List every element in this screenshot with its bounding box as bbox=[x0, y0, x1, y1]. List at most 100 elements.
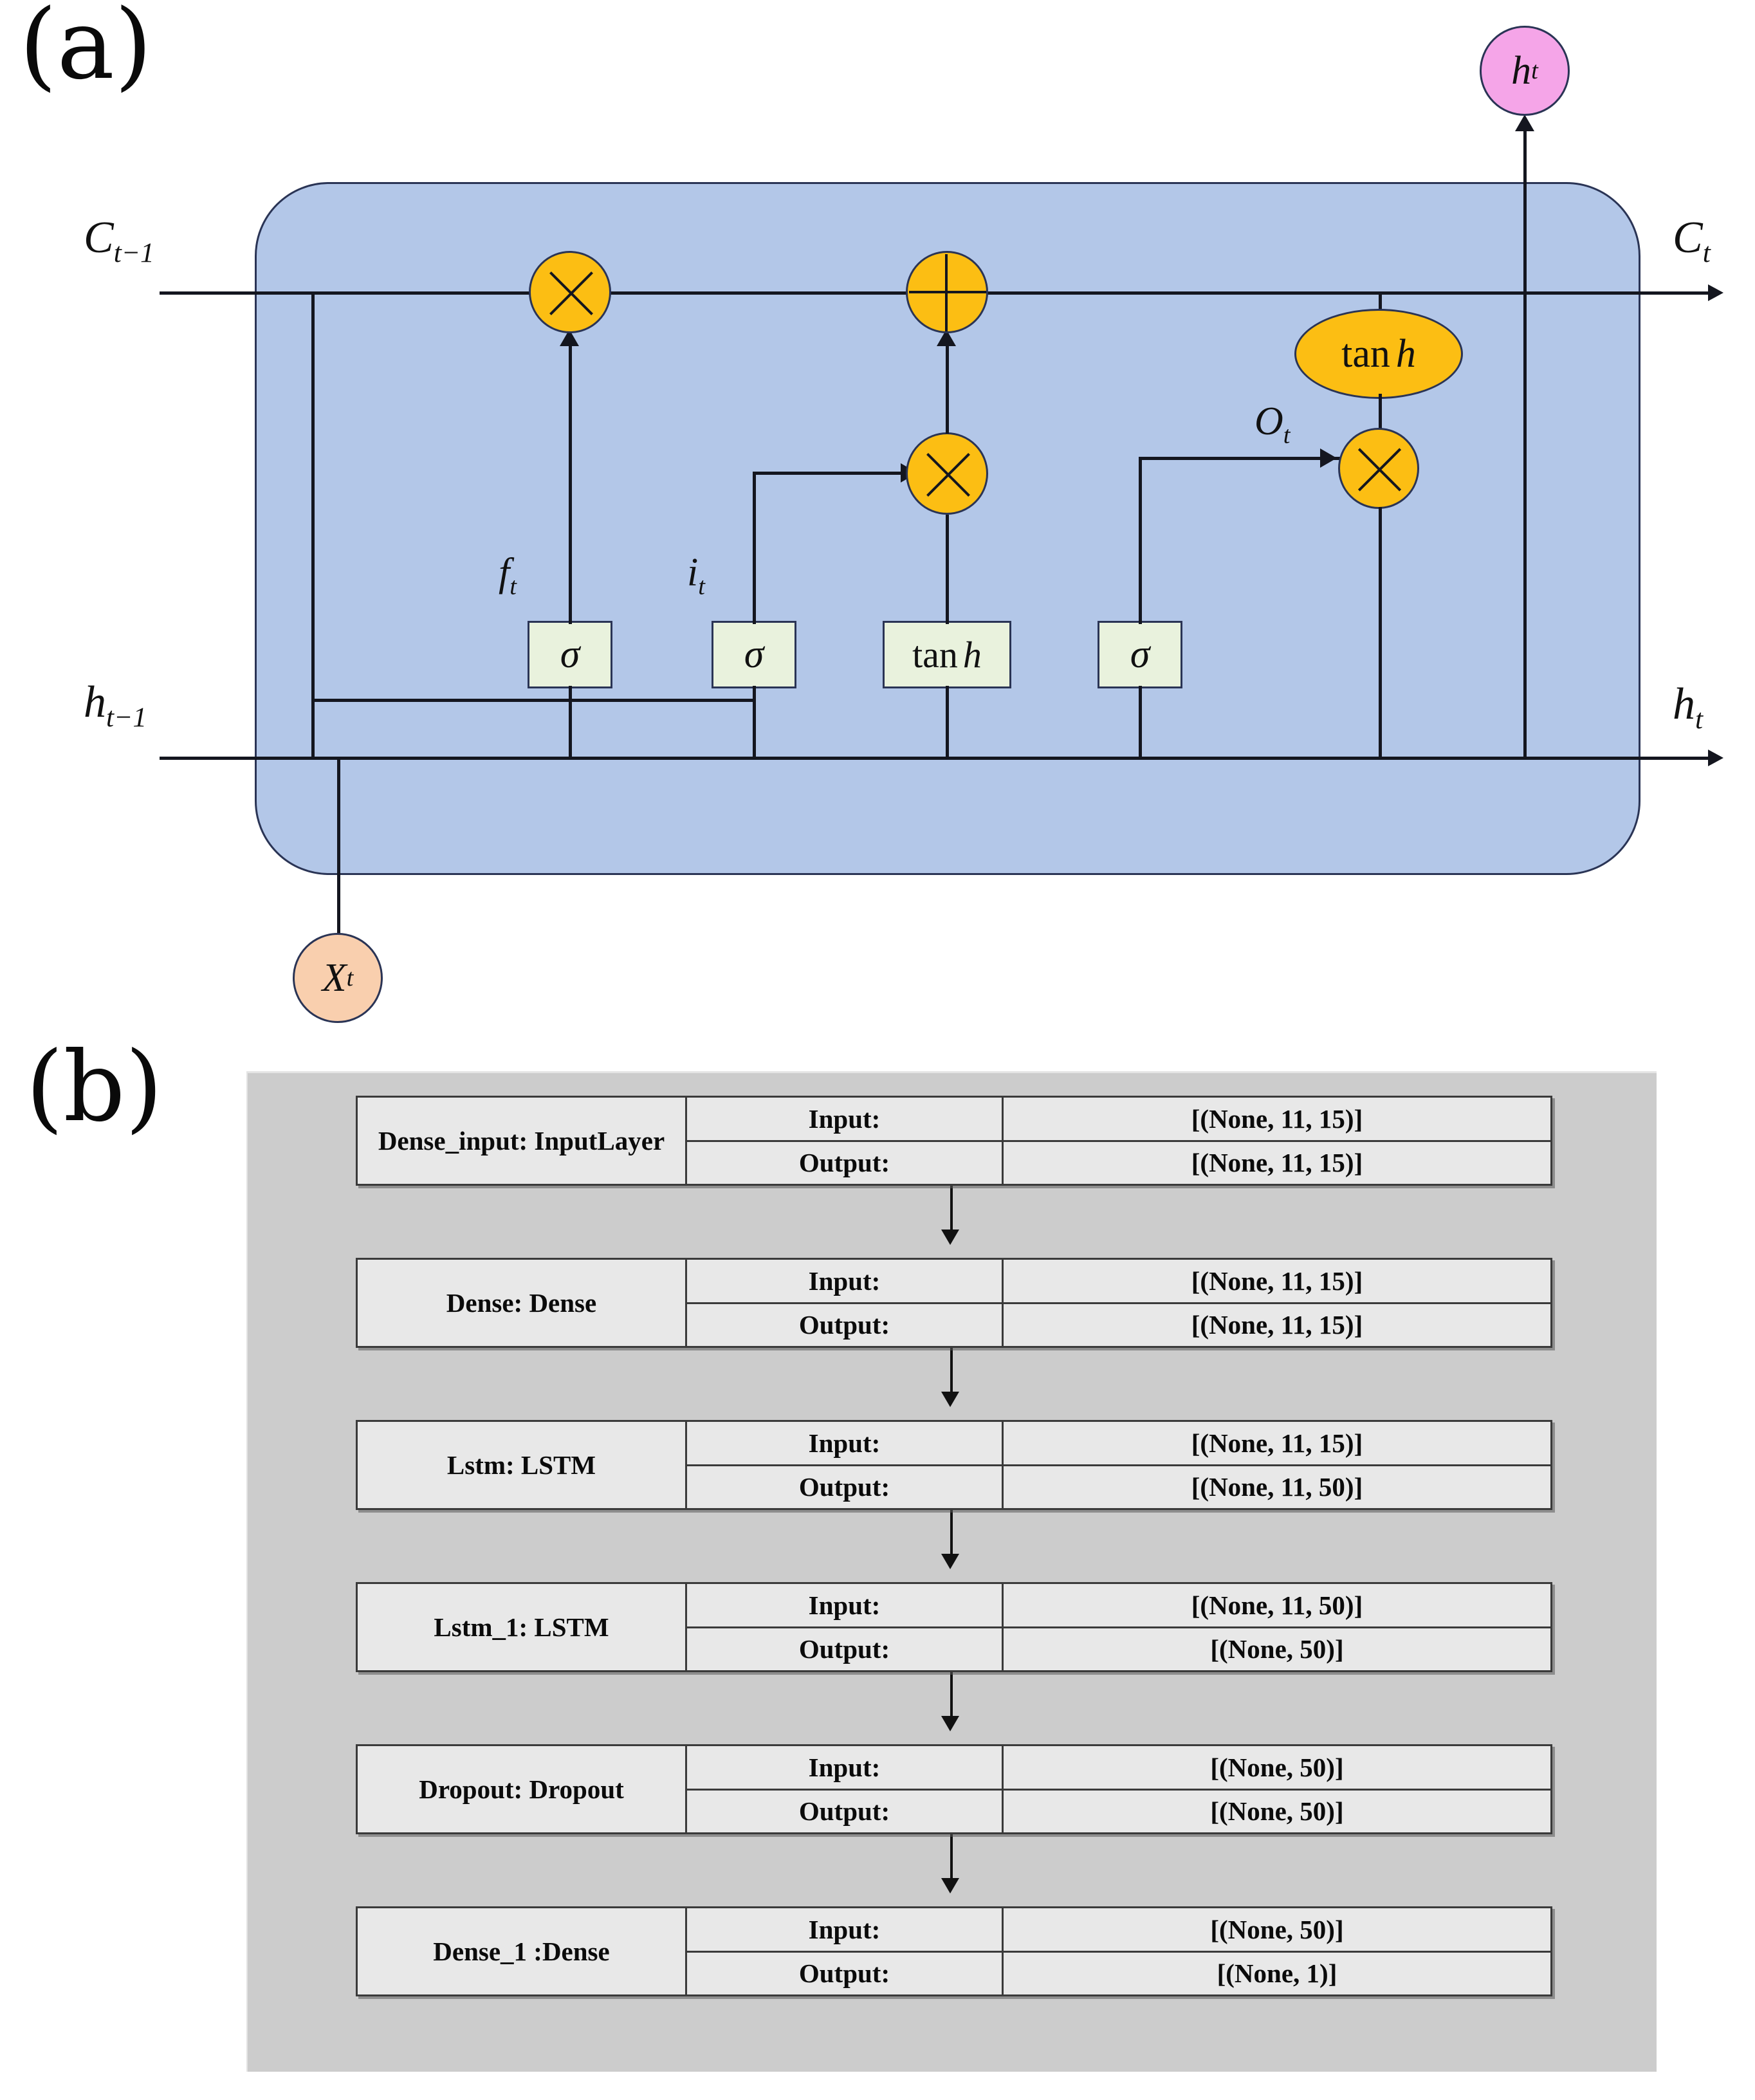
layer-io: Input: [(None, 11, 15)] Output: [(None, … bbox=[687, 1422, 1550, 1508]
layer-input-shape: [(None, 11, 15)] bbox=[1191, 1103, 1363, 1134]
connector-4 bbox=[950, 1672, 953, 1722]
wire-output-gate-from-hline bbox=[1139, 686, 1142, 758]
label-hidden-prev: ht−1 bbox=[84, 677, 147, 733]
wire-candidate-up bbox=[946, 515, 949, 624]
wire-input-gate-from-bus bbox=[753, 686, 756, 758]
layer-box[interactable]: Dropout: Dropout Input: [(None, 50)] Out… bbox=[356, 1744, 1552, 1834]
layer-io-row-output: Output: [(None, 11, 15)] bbox=[687, 1303, 1550, 1346]
wire-cell-state-top bbox=[160, 291, 1640, 295]
layer-io: Input: [(None, 11, 15)] Output: [(None, … bbox=[687, 1260, 1550, 1346]
layer-output-key: Output: bbox=[687, 1628, 1004, 1670]
label-forget-gate: ft bbox=[499, 551, 517, 600]
wire-output-gate-to-multiply bbox=[1139, 457, 1354, 460]
layer-io-row-output: Output: [(None, 11, 15)] bbox=[687, 1141, 1550, 1184]
connector-arrow-1-icon bbox=[941, 1230, 959, 1245]
arrow-output-gate-icon bbox=[1320, 448, 1337, 468]
wire-input-gate-up bbox=[753, 473, 756, 624]
connector-3 bbox=[950, 1510, 953, 1560]
connector-arrow-5-icon bbox=[941, 1878, 959, 1893]
gate-sigmoid-forget: σ bbox=[528, 621, 612, 688]
wire-hidden-bus-vertical bbox=[311, 293, 315, 758]
layer-input-shape: [(None, 50)] bbox=[1210, 1752, 1344, 1782]
connector-arrow-4-icon bbox=[941, 1716, 959, 1731]
wire-candidate-from-hline bbox=[946, 686, 949, 758]
layer-io-row-input: Input: [(None, 50)] bbox=[687, 1746, 1550, 1791]
label-cell-state-out: Ct bbox=[1673, 213, 1711, 268]
layer-output-shape: [(None, 11, 15)] bbox=[1191, 1310, 1363, 1340]
layer-input-key: Input: bbox=[687, 1098, 1004, 1140]
layer-output-key: Output: bbox=[687, 1303, 1004, 1346]
layer-input-shape: [(None, 11, 50)] bbox=[1191, 1590, 1363, 1620]
layer-io: Input: [(None, 50)] Output: [(None, 1)] bbox=[687, 1908, 1550, 1994]
panel-b-label: (b) bbox=[26, 1031, 163, 1143]
layer-output-key: Output: bbox=[687, 1141, 1004, 1184]
multiply-operator-forget-icon bbox=[529, 251, 611, 333]
layer-input-shape: [(None, 11, 15)] bbox=[1191, 1266, 1363, 1296]
layer-input-key: Input: bbox=[687, 1260, 1004, 1302]
layer-output-shape: [(None, 50)] bbox=[1210, 1796, 1344, 1827]
wire-hidden-bottom bbox=[160, 757, 1640, 760]
layer-io-row-output: Output: [(None, 1)] bbox=[687, 1952, 1550, 1994]
layer-io-row-input: Input: [(None, 11, 15)] bbox=[687, 1422, 1550, 1466]
layer-io-row-input: Input: [(None, 11, 15)] bbox=[687, 1260, 1550, 1304]
layer-output-shape: [(None, 50)] bbox=[1210, 1634, 1344, 1664]
label-output-gate: Ot bbox=[1254, 400, 1291, 449]
layer-output-shape: [(None, 11, 50)] bbox=[1191, 1472, 1363, 1502]
wire-x-input bbox=[337, 757, 340, 944]
wire-output-multiply-to-hline bbox=[1379, 507, 1382, 758]
layer-io-row-output: Output: [(None, 50)] bbox=[687, 1790, 1550, 1832]
layer-name: Dense: Dense bbox=[358, 1260, 687, 1346]
connector-2 bbox=[950, 1348, 953, 1398]
connector-5 bbox=[950, 1834, 953, 1884]
label-hidden-out: ht bbox=[1673, 679, 1704, 735]
layer-io-row-output: Output: [(None, 50)] bbox=[687, 1628, 1550, 1670]
layer-name: Dense_1 :Dense bbox=[358, 1908, 687, 1994]
layer-input-key: Input: bbox=[687, 1422, 1004, 1464]
layer-box[interactable]: Lstm: LSTM Input: [(None, 11, 15)] Outpu… bbox=[356, 1420, 1552, 1510]
wire-input-gate-to-multiply bbox=[753, 472, 936, 475]
label-input-gate: it bbox=[687, 551, 705, 600]
layer-io-row-output: Output: [(None, 11, 50)] bbox=[687, 1466, 1550, 1508]
layer-io: Input: [(None, 11, 50)] Output: [(None, … bbox=[687, 1584, 1550, 1670]
layer-box[interactable]: Dense_input: InputLayer Input: [(None, 1… bbox=[356, 1096, 1552, 1186]
wire-hidden-to-bubble bbox=[1523, 125, 1527, 758]
layer-box[interactable]: Dense_1 :Dense Input: [(None, 50)] Outpu… bbox=[356, 1906, 1552, 1996]
multiply-operator-output-icon bbox=[1338, 428, 1419, 509]
arrow-hidden-up-icon bbox=[1515, 115, 1534, 131]
multiply-operator-input-icon bbox=[906, 432, 988, 515]
layer-name: Lstm: LSTM bbox=[358, 1422, 687, 1508]
layer-output-key: Output: bbox=[687, 1952, 1004, 1994]
wire-input-to-add bbox=[946, 341, 949, 434]
add-operator-icon bbox=[906, 251, 988, 333]
layer-io-row-input: Input: [(None, 11, 50)] bbox=[687, 1584, 1550, 1628]
layer-io-row-input: Input: [(None, 50)] bbox=[687, 1908, 1550, 1953]
layer-io: Input: [(None, 50)] Output: [(None, 50)] bbox=[687, 1746, 1550, 1832]
layer-box[interactable]: Dense: Dense Input: [(None, 11, 15)] Out… bbox=[356, 1258, 1552, 1348]
layer-input-shape: [(None, 11, 15)] bbox=[1191, 1428, 1363, 1458]
layer-input-key: Input: bbox=[687, 1746, 1004, 1789]
layer-output-key: Output: bbox=[687, 1790, 1004, 1832]
wire-hidden-bus-to-input bbox=[311, 699, 755, 702]
gate-sigmoid-input: σ bbox=[712, 621, 796, 688]
layer-name: Lstm_1: LSTM bbox=[358, 1584, 687, 1670]
label-cell-state-prev: Ct−1 bbox=[84, 213, 154, 268]
panel-a-label: (a) bbox=[19, 0, 152, 101]
layer-io: Input: [(None, 11, 15)] Output: [(None, … bbox=[687, 1098, 1550, 1184]
layer-name: Dense_input: InputLayer bbox=[358, 1098, 687, 1184]
connector-1 bbox=[950, 1186, 953, 1236]
arrow-hidden-out-icon bbox=[1708, 750, 1723, 766]
wire-forget-to-multiply bbox=[569, 341, 572, 624]
layer-input-key: Input: bbox=[687, 1908, 1004, 1951]
panel-b-model-plot: Dense_input: InputLayer Input: [(None, 1… bbox=[246, 1071, 1657, 2072]
layer-name: Dropout: Dropout bbox=[358, 1746, 687, 1832]
layer-io-row-input: Input: [(None, 11, 15)] bbox=[687, 1098, 1550, 1142]
layer-box[interactable]: Lstm_1: LSTM Input: [(None, 11, 50)] Out… bbox=[356, 1582, 1552, 1672]
connector-arrow-3-icon bbox=[941, 1554, 959, 1569]
wire-cell-state-exit bbox=[1640, 291, 1714, 295]
